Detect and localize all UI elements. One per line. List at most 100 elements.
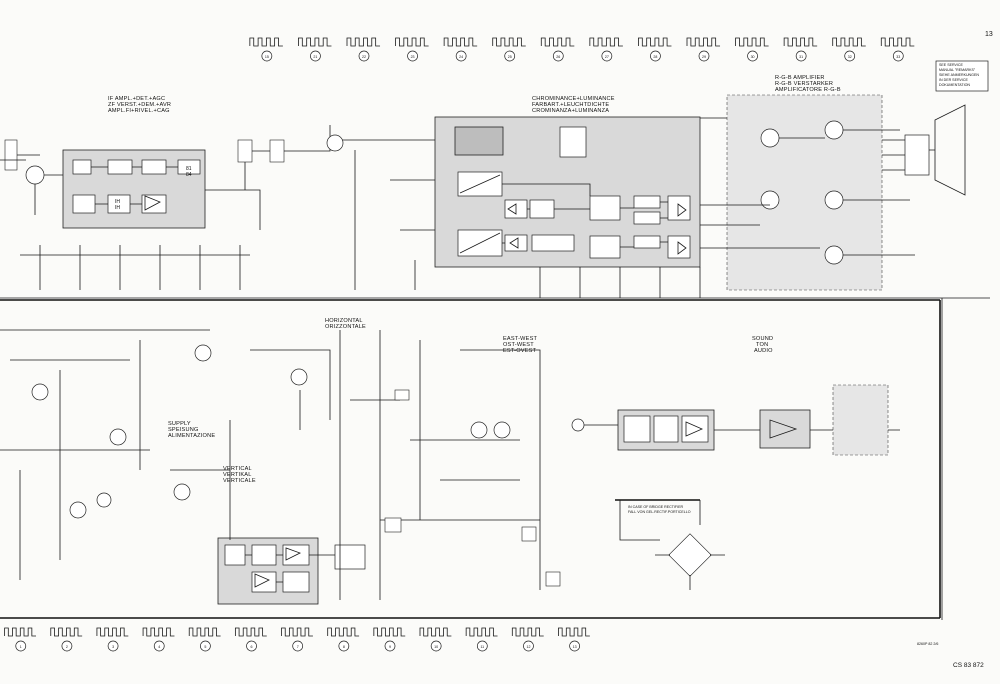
supply-label-1: SUPPLY bbox=[168, 421, 191, 427]
waveform-trace bbox=[249, 37, 283, 47]
bridge-rectifier bbox=[615, 499, 725, 590]
test-point-number: 1 bbox=[20, 645, 22, 649]
waveform-trace bbox=[234, 627, 267, 637]
chrominance-label-1: CHROMINANCE+LUMINANCE bbox=[532, 96, 615, 102]
east-west-label-3: EST-OVEST bbox=[503, 348, 537, 354]
test-point-marker bbox=[153, 640, 165, 652]
test-point-number: 3 bbox=[112, 645, 114, 649]
sound-label-1: SOUND bbox=[752, 336, 773, 342]
test-point-number: 4 bbox=[158, 645, 160, 649]
test-point-number: 13 bbox=[573, 645, 577, 649]
test-point-number: 32 bbox=[848, 55, 852, 59]
test-point-marker bbox=[455, 50, 467, 62]
test-point-marker bbox=[430, 640, 442, 652]
waveform-trace bbox=[880, 37, 915, 47]
waveform-trace bbox=[735, 37, 769, 47]
test-point-number: 6 bbox=[251, 645, 253, 649]
test-point-number: 15 bbox=[265, 55, 269, 59]
chrominance-label-3: CROMINANZA+LUMINANZA bbox=[532, 108, 609, 114]
test-point-number: 22 bbox=[362, 55, 366, 59]
test-point-marker bbox=[15, 640, 27, 652]
drawing-ref: 8260P 82 2/6 bbox=[917, 642, 938, 646]
test-point-marker bbox=[523, 640, 534, 652]
service-note-1: SEE SERVICE bbox=[939, 63, 964, 67]
test-point-number: 12 bbox=[526, 645, 530, 649]
rectifier-note-1: IN CASE OF BRIDGE RECTIFIER bbox=[628, 505, 684, 509]
sound-label-3: AUDIO bbox=[754, 348, 773, 354]
if-amp-label-it: AMPL.FI+RIVEL.+CAG bbox=[108, 108, 170, 114]
test-point-marker bbox=[650, 50, 661, 62]
upper-wiring bbox=[20, 125, 701, 298]
waveform-trace bbox=[50, 627, 83, 637]
waveform-trace bbox=[346, 37, 381, 47]
test-point-number: 29 bbox=[702, 55, 706, 59]
test-point-number: 27 bbox=[605, 55, 609, 59]
test-point-marker bbox=[476, 640, 488, 652]
test-point-marker bbox=[61, 640, 73, 652]
test-point-number: 28 bbox=[653, 55, 657, 59]
test-point-marker bbox=[200, 640, 211, 652]
test-point-marker bbox=[552, 50, 564, 62]
rgb-amplifier-area bbox=[700, 94, 915, 291]
crt-socket bbox=[882, 104, 966, 196]
drawing-code: CS 83 872 bbox=[953, 662, 984, 669]
test-point-marker bbox=[407, 50, 418, 62]
chrominance-label-2: FARBART.+LEUCHTDICHTE bbox=[532, 102, 609, 108]
rgb-amp-label-1: R-G-B AMPLIFIER bbox=[775, 75, 825, 81]
test-point-marker bbox=[698, 50, 710, 62]
rgb-amp-label-2: R-G-B VERSTARKER bbox=[775, 81, 833, 87]
waveform-trace bbox=[686, 37, 721, 47]
waveform-trace bbox=[465, 627, 498, 637]
waveform-trace bbox=[832, 37, 866, 47]
test-point-number: 5 bbox=[204, 645, 206, 649]
vertical-label-1: VERTICAL bbox=[223, 466, 252, 472]
waveform-trace bbox=[298, 37, 332, 47]
waveform-trace bbox=[511, 627, 544, 637]
test-point-marker bbox=[261, 50, 273, 62]
test-point-marker bbox=[892, 50, 904, 62]
waveform-trace bbox=[419, 627, 452, 637]
horizontal-label-1: HORIZONTAL bbox=[325, 318, 363, 324]
supply-label-3: ALIMENTAZIONE bbox=[168, 433, 215, 439]
sound-if-block bbox=[571, 384, 900, 456]
waveform-trace bbox=[373, 627, 406, 637]
service-note-box: SEE SERVICE MANUAL "REMARKS" SIEHE ANMER… bbox=[935, 60, 989, 92]
test-point-marker bbox=[310, 50, 321, 62]
test-point-number: 33 bbox=[896, 55, 900, 59]
test-point-marker bbox=[107, 640, 119, 652]
test-point-number: 26 bbox=[556, 55, 560, 59]
vertical-deflection-block bbox=[217, 537, 366, 605]
waveform-trace bbox=[4, 627, 36, 637]
supply-label-2: SPEISUNG bbox=[168, 427, 199, 433]
east-west-label-1: EAST-WEST bbox=[503, 336, 538, 342]
waveform-trace bbox=[540, 37, 575, 47]
svg-text:84: 84 bbox=[186, 172, 192, 178]
rgb-amp-label-3: AMPLIFICATORE R-G-B bbox=[775, 87, 841, 93]
page-number: 13 bbox=[985, 31, 993, 38]
test-point-number: 9 bbox=[389, 645, 391, 649]
test-point-marker bbox=[747, 50, 758, 62]
test-point-marker bbox=[795, 50, 807, 62]
if-amplifier-block: 81 84 IH IH bbox=[62, 149, 206, 229]
test-point-number: 24 bbox=[459, 55, 463, 59]
waveform-trace bbox=[443, 37, 478, 47]
test-point-marker bbox=[504, 50, 516, 62]
service-note-2: MANUAL "REMARKS" bbox=[939, 68, 976, 72]
test-point-marker bbox=[844, 50, 856, 62]
waveform-trace bbox=[492, 37, 526, 47]
test-point-number: 30 bbox=[751, 55, 755, 59]
waveform-trace bbox=[395, 37, 429, 47]
east-west-label-2: OST-WEST bbox=[503, 342, 534, 348]
test-point-number: 7 bbox=[297, 645, 299, 649]
waveform-trace bbox=[96, 627, 129, 637]
test-point-number: 25 bbox=[508, 55, 512, 59]
sound-label-2: TON bbox=[756, 342, 768, 348]
test-point-marker bbox=[358, 50, 370, 62]
power-supply-section bbox=[0, 329, 561, 600]
test-point-marker bbox=[292, 640, 304, 652]
test-point-number: 21 bbox=[313, 55, 317, 59]
horizontal-label-2: ORIZZONTALE bbox=[325, 324, 366, 330]
svg-text:81: 81 bbox=[186, 166, 192, 172]
